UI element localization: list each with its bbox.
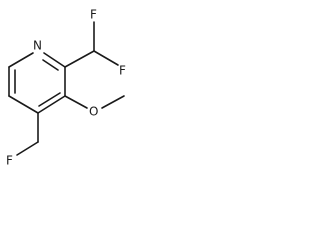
atom-label-f-lower: F — [6, 154, 13, 168]
atom-label-n: N — [33, 39, 42, 53]
pyridine-ring — [8, 52, 66, 114]
bond-c2-chf2 — [64, 50, 95, 68]
chemical-structure: N F F O F — [6, 8, 126, 168]
bond-c3-o — [64, 95, 88, 109]
bond-o-ch3 — [101, 95, 125, 109]
fluoromethyl-group — [16, 112, 39, 156]
bond-chf2-f-right — [93, 50, 119, 66]
bond-c2-n — [43, 52, 66, 68]
bond-c4-c3 — [37, 95, 66, 114]
bond-c5-c4 — [8, 95, 39, 114]
bond-c4-c3-inner — [38, 92, 61, 107]
atom-label-f-upper-right: F — [119, 64, 126, 78]
difluoromethyl-group — [64, 21, 119, 68]
bond-ch2-f — [16, 141, 39, 156]
bond-c2-n-inner — [42, 59, 59, 71]
bond-n-c6 — [8, 52, 34, 68]
methoxy-group — [64, 95, 125, 109]
atom-label-f-upper-left: F — [90, 8, 97, 22]
atom-label-o: O — [89, 105, 98, 119]
